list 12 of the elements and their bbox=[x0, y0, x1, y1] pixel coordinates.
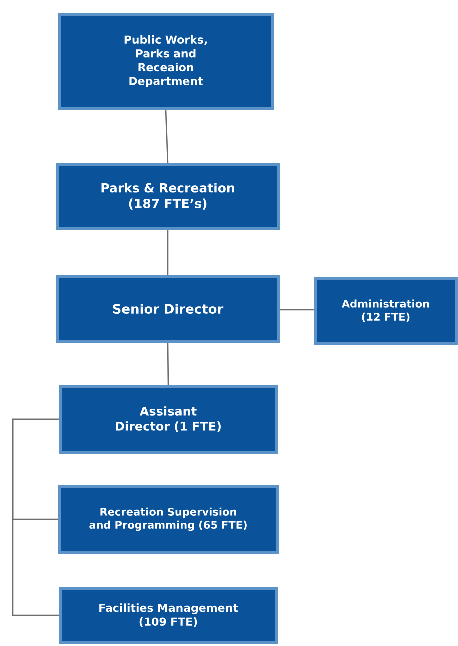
org-box: Recreation Supervision and Programming (65 FTE) bbox=[58, 485, 279, 554]
connector-line bbox=[167, 230, 169, 275]
connector-line bbox=[280, 309, 314, 311]
connector-line bbox=[167, 343, 170, 385]
org-box: Facilities Management (109 FTE) bbox=[59, 587, 278, 644]
connector-line bbox=[165, 110, 169, 164]
org-box: Public Works, Parks and Receaion Department bbox=[58, 13, 274, 110]
org-box: Administration (12 FTE) bbox=[314, 277, 458, 345]
org-box: Assisant Director (1 FTE) bbox=[59, 385, 278, 454]
connector-line bbox=[12, 418, 59, 616]
org-box: Parks & Recreation (187 FTE’s) bbox=[56, 163, 280, 230]
org-box: Senior Director bbox=[56, 275, 280, 343]
